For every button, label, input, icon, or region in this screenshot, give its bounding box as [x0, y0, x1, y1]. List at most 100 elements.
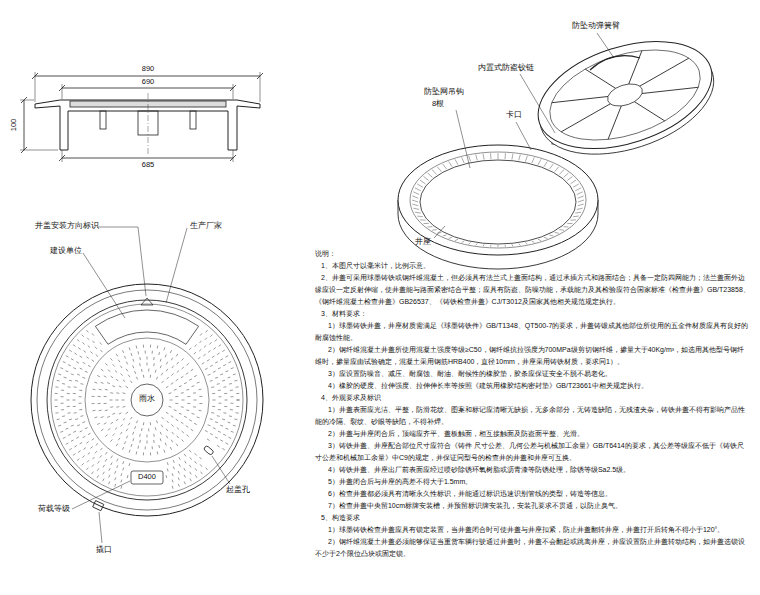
texture-dash — [192, 413, 195, 415]
texture-dash — [97, 475, 99, 478]
texture-dash — [69, 448, 72, 450]
leader-line — [434, 226, 445, 238]
lid — [525, 22, 728, 175]
extension-line — [233, 84, 234, 99]
texture-dash — [173, 467, 174, 470]
texture-dash — [189, 379, 192, 380]
texture-dash — [219, 345, 221, 347]
texture-dash — [60, 368, 63, 369]
texture-dash — [92, 457, 94, 459]
marking-text: 雨水 — [138, 395, 156, 404]
texture-dash — [564, 173, 569, 177]
texture-dash — [160, 438, 162, 441]
texture-dash — [115, 477, 116, 480]
texture-dash — [234, 380, 237, 382]
texture-dash — [224, 406, 227, 407]
texture-dash — [230, 403, 233, 404]
texture-dash — [189, 420, 192, 421]
texture-dash — [186, 426, 189, 428]
texture-dash — [166, 386, 169, 388]
texture-dash — [143, 452, 144, 455]
texture-dash — [129, 347, 131, 350]
texture-dash — [83, 351, 85, 353]
texture-dash — [171, 383, 174, 385]
dimension: 690 — [142, 78, 155, 87]
part-label: 起盖孔 — [226, 486, 250, 495]
texture-dash — [120, 473, 122, 476]
texture-dash — [549, 235, 553, 236]
texture-dash — [76, 437, 79, 438]
texture-dash — [177, 436, 179, 438]
texture-dash — [166, 369, 168, 371]
texture-dash — [571, 219, 576, 220]
texture-dash — [462, 157, 465, 163]
texture-dash — [210, 418, 213, 420]
texture-dash — [203, 354, 205, 356]
texture-dash — [117, 459, 118, 462]
texture-dash — [153, 357, 154, 360]
texture-dash — [55, 406, 58, 407]
texture-dash — [73, 400, 76, 401]
texture-dash — [217, 353, 220, 355]
texture-dash — [80, 415, 83, 417]
texture-dash — [172, 486, 174, 489]
texture-dash — [205, 368, 208, 369]
texture-dash — [135, 371, 136, 374]
lid-rib — [100, 111, 106, 129]
texture-dash — [195, 468, 197, 470]
texture-dash — [69, 380, 72, 382]
texture-dash — [75, 380, 78, 382]
texture-dash — [80, 383, 83, 385]
part-label: 卡口 — [506, 111, 522, 120]
texture-dash — [483, 244, 484, 246]
texture-dash — [199, 403, 202, 404]
part-label: 生产厂家 — [190, 222, 222, 231]
texture-dash — [573, 184, 579, 187]
texture-dash — [211, 412, 214, 414]
texture-dash — [207, 439, 210, 441]
extension-line — [233, 150, 234, 162]
texture-dash — [163, 347, 165, 350]
texture-dash — [104, 423, 107, 424]
texture-dash — [462, 241, 465, 243]
texture-dash — [124, 356, 125, 359]
texture-dash — [73, 368, 76, 369]
texture-dash — [166, 362, 167, 365]
texture-dash — [229, 415, 232, 417]
texture-dash — [171, 373, 173, 375]
lid-spoke — [636, 58, 692, 86]
texture-dash — [455, 159, 458, 164]
texture-dash — [181, 422, 184, 424]
texture-dash — [82, 342, 84, 344]
dimension-tick — [21, 97, 27, 103]
texture-dash — [141, 428, 143, 431]
texture-dash — [132, 438, 134, 441]
leader-line — [456, 110, 470, 168]
plan-view — [31, 227, 263, 543]
texture-dash — [174, 389, 177, 390]
texture-dash — [186, 373, 189, 375]
texture-dash — [191, 429, 193, 431]
texture-dash — [512, 244, 513, 246]
texture-dash — [571, 180, 576, 184]
frame-seat — [410, 152, 586, 248]
frame-pattern — [412, 153, 584, 247]
texture-dash — [228, 362, 231, 363]
texture-dash — [61, 390, 64, 391]
texture-dash — [532, 157, 535, 163]
texture-dash — [118, 360, 120, 362]
leader-line — [83, 253, 125, 318]
texture-dash — [115, 427, 117, 429]
texture-dash — [165, 354, 166, 357]
texture-dash — [167, 377, 169, 379]
texture-dash — [184, 475, 185, 478]
part-label: 内置式防盗铰链 — [478, 64, 534, 73]
texture-dash — [166, 429, 168, 431]
texture-dash — [77, 339, 79, 341]
texture-dash — [132, 359, 134, 362]
texture-dash — [73, 406, 76, 407]
texture-dash — [209, 342, 211, 344]
texture-dash — [82, 377, 85, 379]
texture-dash — [228, 377, 231, 379]
